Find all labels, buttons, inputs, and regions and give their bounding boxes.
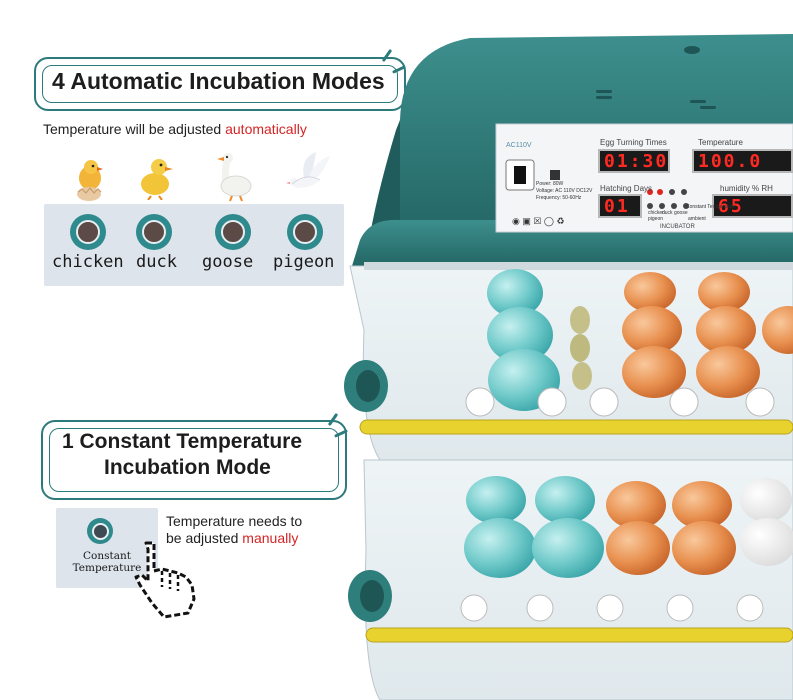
constant-mode-title-line2: Incubation Mode bbox=[104, 456, 271, 479]
auto-modes-subtitle: Temperature will be adjusted automatical… bbox=[43, 121, 307, 137]
small-mode-label: goose bbox=[674, 210, 688, 216]
humidity-label: humidity % RH bbox=[720, 184, 773, 193]
chicken-mode-button[interactable] bbox=[70, 214, 106, 250]
constant-mode-panel: Constant Temperature bbox=[56, 508, 158, 588]
spec-power: Power: 80W bbox=[536, 181, 564, 187]
humidity-display: 65 bbox=[712, 194, 793, 218]
small-mode-label: chicken bbox=[648, 210, 665, 216]
power-label: AC110V bbox=[506, 142, 532, 149]
spec-voltage: Voltage: AC 110V DC12V bbox=[536, 188, 593, 194]
pigeon-mode-label: pigeon bbox=[273, 252, 335, 272]
constant-temperature-button[interactable] bbox=[87, 518, 113, 544]
small-mode-label: ambient bbox=[688, 216, 706, 222]
spec-frequency: Frequency: 50-60Hz bbox=[536, 195, 582, 201]
small-mode-label: Constant Temperature bbox=[686, 204, 736, 210]
temperature-label: Temperature bbox=[698, 138, 743, 147]
hatching-days-label: Hatching Days bbox=[600, 184, 653, 193]
auto-subtitle-highlight: automatically bbox=[225, 121, 307, 137]
auto-subtitle-prefix: Temperature will be adjusted bbox=[43, 121, 226, 137]
duck-mode-label: duck bbox=[136, 252, 177, 272]
hatching-days-display: 01 bbox=[598, 194, 642, 218]
pigeon-mode-button[interactable] bbox=[287, 214, 323, 250]
goose-mode-button[interactable] bbox=[215, 214, 251, 250]
egg-turning-label: Egg Turning Times bbox=[600, 138, 667, 147]
temperature-display: 100.0 bbox=[692, 149, 793, 173]
small-mode-label: pigeon bbox=[648, 216, 664, 222]
incubator-brand-label: INCUBATOR bbox=[660, 224, 695, 230]
duck-mode-button[interactable] bbox=[136, 214, 172, 250]
constant-subtitle-highlight: manually bbox=[242, 530, 299, 546]
small-mode-label: duck bbox=[662, 210, 673, 216]
constant-label-line2: Temperature bbox=[72, 562, 142, 574]
constant-subtitle-line2: be adjusted manually bbox=[166, 530, 298, 546]
chick-icon bbox=[77, 160, 103, 201]
certification-icons: ◉ ▣ ☒ ◯ ♻ bbox=[512, 216, 565, 226]
goose-icon bbox=[217, 153, 252, 202]
constant-subtitle-line1: Temperature needs to bbox=[166, 513, 303, 529]
auto-modes-title: 4 Automatic Incubation Modes bbox=[52, 68, 385, 94]
chicken-mode-label: chicken bbox=[52, 252, 124, 272]
constant-subtitle-prefix: be adjusted bbox=[166, 530, 243, 546]
incubator-body bbox=[344, 34, 793, 700]
auto-modes-title-frame bbox=[34, 57, 406, 111]
constant-mode-title-line1: 1 Constant Temperature bbox=[62, 430, 302, 453]
pointing-hand-icon bbox=[134, 541, 196, 619]
goose-mode-label: goose bbox=[202, 252, 254, 272]
pigeon-icon bbox=[286, 152, 330, 188]
egg-turning-display: 01:30 bbox=[598, 149, 670, 173]
duckling-icon bbox=[141, 159, 173, 200]
auto-mode-panel: chicken duck goose pigeon bbox=[44, 204, 344, 286]
constant-mode-title-frame bbox=[41, 420, 347, 500]
constant-label-line1: Constant bbox=[83, 550, 131, 562]
